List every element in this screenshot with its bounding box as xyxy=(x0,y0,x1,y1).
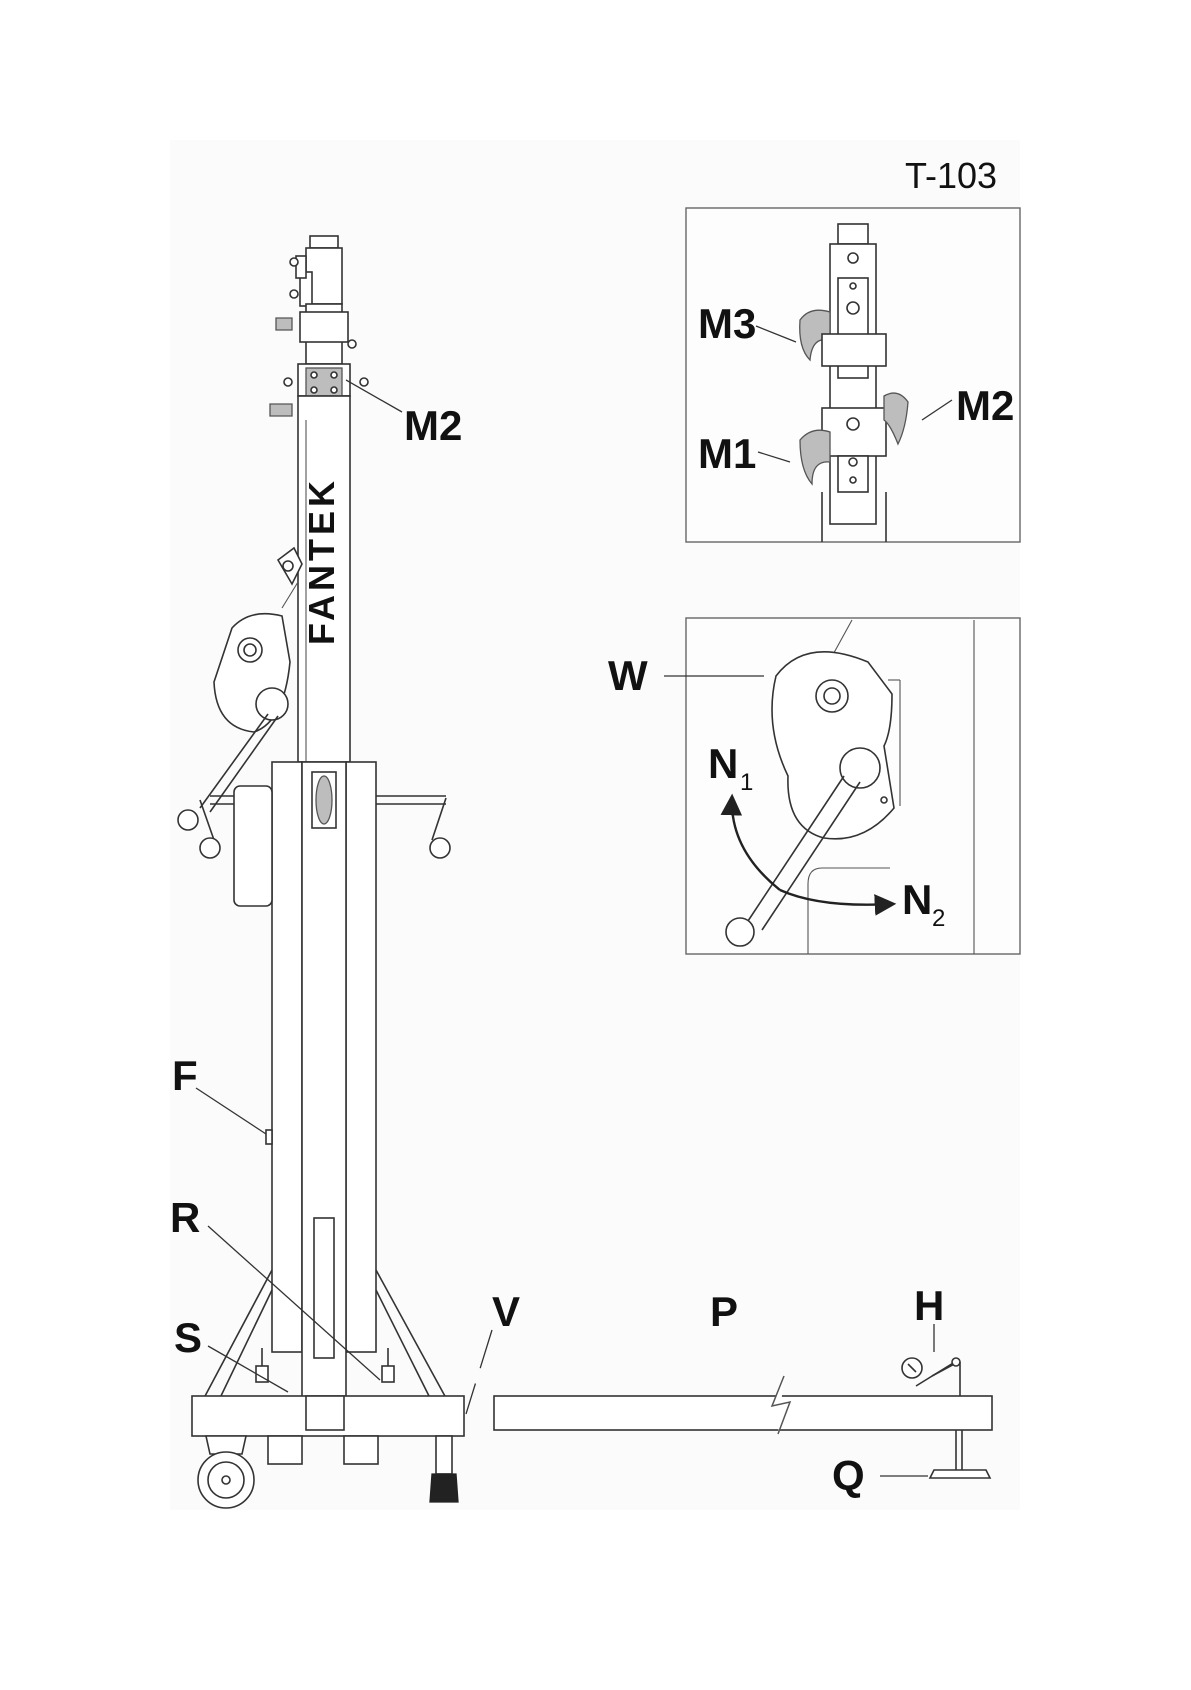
lock-knob-left xyxy=(200,838,220,858)
foot-post xyxy=(436,1436,452,1474)
detail-bolt xyxy=(849,458,857,466)
label-p: P xyxy=(710,1288,738,1335)
label-q: Q xyxy=(832,1452,865,1499)
bolt xyxy=(360,378,368,386)
label-f: F xyxy=(172,1052,198,1099)
label-m3: M3 xyxy=(698,300,756,347)
label-m1: M1 xyxy=(698,430,756,477)
base-socket xyxy=(306,1396,344,1430)
detail-bolt xyxy=(850,283,856,289)
h-pivot xyxy=(952,1358,960,1366)
label-m2-main: M2 xyxy=(404,402,462,449)
outer-mast-right xyxy=(346,762,376,1352)
bolt xyxy=(283,561,293,571)
label-r: R xyxy=(170,1194,200,1241)
bolt xyxy=(331,372,337,378)
clamp-ring-3 xyxy=(300,312,348,342)
label-m2-detail: M2 xyxy=(956,382,1014,429)
brand-logo: FANTEK xyxy=(301,477,342,645)
detail-clamps xyxy=(686,208,1020,542)
knob-m1 xyxy=(270,404,292,416)
model-number: T-103 xyxy=(905,155,997,196)
base-foot-right xyxy=(344,1436,378,1464)
knob-m3 xyxy=(276,318,292,330)
logo-text: FANTEK xyxy=(301,477,342,645)
bolt xyxy=(311,387,317,393)
base-foot-left xyxy=(268,1436,302,1464)
detail-bolt xyxy=(850,477,856,483)
label-n2-subscript: 2 xyxy=(932,905,945,932)
bolt xyxy=(290,258,298,266)
detail-top-cap xyxy=(838,224,868,244)
safety-pin-clip-right xyxy=(382,1366,394,1382)
label-w: W xyxy=(608,652,648,699)
detail-bolt xyxy=(881,797,887,803)
detail-bolt xyxy=(847,302,859,314)
lock-knob-right xyxy=(430,838,450,858)
top-cap xyxy=(310,236,338,248)
bolt xyxy=(311,372,317,378)
label-n1-subscript: 1 xyxy=(740,769,753,796)
label-v: V xyxy=(492,1288,520,1335)
rubber-foot xyxy=(430,1474,458,1502)
detail-ring-m3 xyxy=(822,334,886,366)
bolt xyxy=(348,340,356,348)
bolt xyxy=(290,290,298,298)
bolt xyxy=(284,378,292,386)
detail-ring-m2 xyxy=(822,408,886,456)
winch-crank-hub xyxy=(256,688,288,720)
detail-bolt xyxy=(847,418,859,430)
label-h: H xyxy=(914,1282,944,1329)
label-s: S xyxy=(174,1314,202,1361)
outer-mast-left xyxy=(272,762,302,1352)
caster-axle xyxy=(222,1476,230,1484)
label-n2: N xyxy=(902,876,932,923)
bolt xyxy=(331,387,337,393)
q-foot-pad xyxy=(930,1470,990,1478)
pulley-wheel xyxy=(316,776,332,824)
detail-crank-knob xyxy=(726,918,754,946)
winch-nut-inner xyxy=(244,644,256,656)
detail-winch-nut-inner xyxy=(824,688,840,704)
crank-handle-knob xyxy=(178,810,198,830)
detail-bolt xyxy=(848,253,858,263)
knob-f xyxy=(266,1130,272,1144)
outrigger-bar xyxy=(494,1396,992,1430)
lock-frame xyxy=(234,786,272,906)
label-n1: N xyxy=(708,740,738,787)
